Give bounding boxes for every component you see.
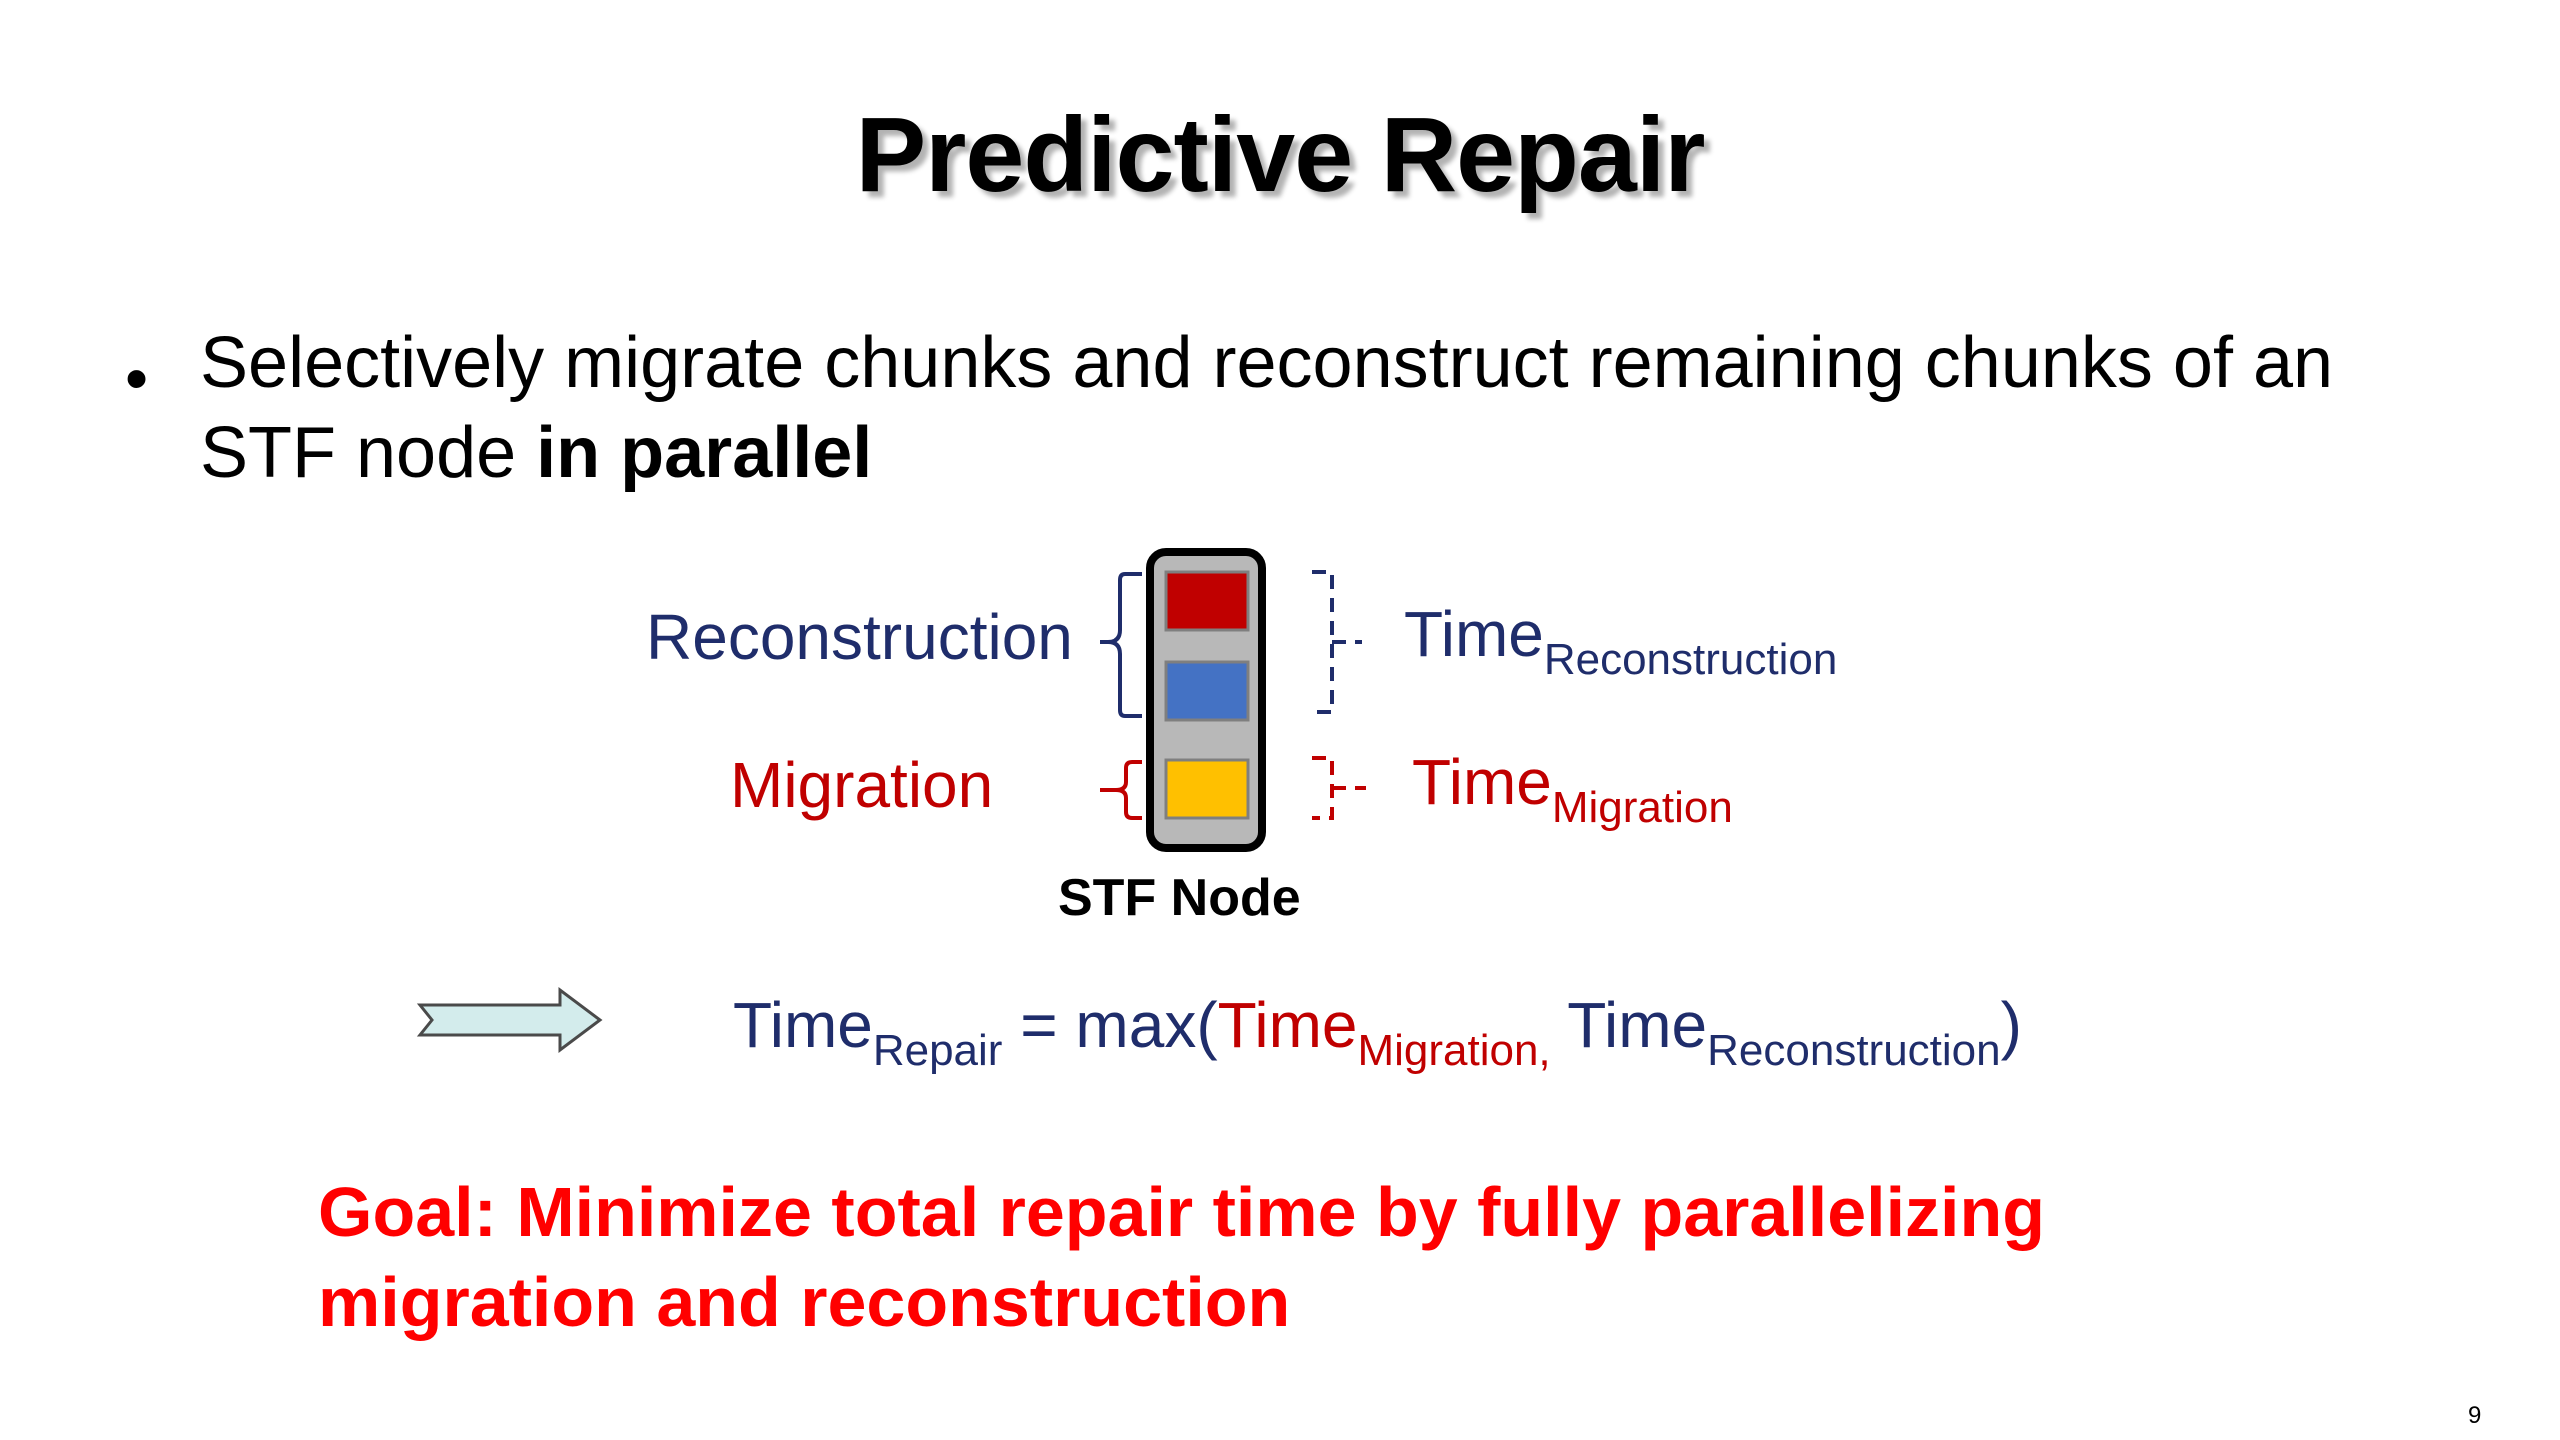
repair-time-formula: TimeRepair = max(TimeMigration, TimeReco… [733, 988, 2022, 1076]
reconstruction-brace [1100, 572, 1142, 718]
formula-close: ) [2000, 989, 2022, 1061]
formula-arg1-base: Time [1217, 989, 1358, 1061]
time-recon-base: Time [1404, 598, 1544, 670]
bullet-text-normal: STF node [200, 413, 537, 493]
slide-title: Predictive Repair [855, 96, 1705, 214]
time-recon-sub: Reconstruction [1543, 635, 1838, 684]
page-number: 9 [2468, 1402, 2482, 1429]
formula-eq: = max( [1002, 989, 1218, 1061]
reconstruction-label: Reconstruction [646, 601, 1073, 673]
formula-space [1551, 989, 1568, 1061]
time-migration-bracket [1312, 756, 1366, 820]
formula-arg2-base: Time [1567, 989, 1708, 1061]
time-reconstruction-label: TimeReconstruction [1404, 597, 1837, 685]
blue-chunk [1164, 660, 1250, 722]
red-chunk [1164, 570, 1250, 632]
formula-lhs-sub: Repair [872, 1026, 1003, 1075]
migration-label: Migration [730, 749, 994, 821]
yellow-chunk [1164, 758, 1250, 820]
bullet-text-bold: in parallel [536, 413, 873, 493]
time-migr-base: Time [1412, 746, 1552, 818]
bullet-dot-icon: • [125, 341, 149, 415]
time-migration-label: TimeMigration [1412, 745, 1733, 833]
goal-line-2: migration and reconstruction [318, 1263, 1291, 1341]
bullet-text-line-2: STF node in parallel [200, 412, 872, 494]
stf-node-body [1146, 548, 1266, 852]
migration-brace [1100, 760, 1142, 820]
formula-arg2-sub: Reconstruction [1707, 1026, 2001, 1075]
goal-line-1: Goal: Minimize total repair time by full… [318, 1173, 2045, 1251]
time-migr-sub: Migration [1551, 783, 1733, 832]
right-arrow-icon [416, 987, 603, 1053]
time-reconstruction-bracket [1312, 570, 1362, 714]
formula-arg1-sub: Migration, [1357, 1026, 1551, 1075]
bullet-text-line-1: Selectively migrate chunks and reconstru… [200, 323, 2334, 403]
stf-node-caption: STF Node [1058, 869, 1301, 927]
formula-lhs-base: Time [733, 989, 873, 1061]
